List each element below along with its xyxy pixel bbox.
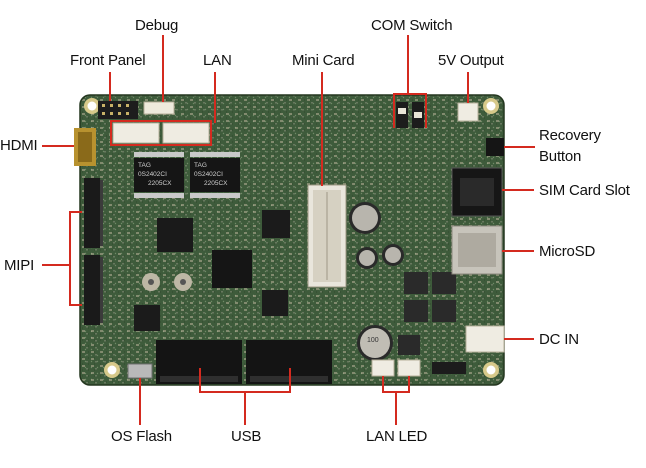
chip1-mark1: TAG <box>138 162 151 169</box>
chip-d <box>262 290 288 316</box>
mini-card-slot <box>307 184 347 288</box>
lan-led-connectors <box>371 359 421 377</box>
label-debug: Debug <box>135 17 179 34</box>
label-os-flash: OS Flash <box>111 428 172 445</box>
soc-chip <box>212 250 252 288</box>
capacitors <box>349 202 404 361</box>
chip2-mark3: 2205CX <box>204 180 228 187</box>
chip-b <box>262 210 290 238</box>
chip2-mark1: TAG <box>194 162 207 169</box>
label-mini-card: Mini Card <box>292 52 355 69</box>
label-hdmi: HDMI <box>0 137 38 154</box>
debug-connector <box>143 101 175 115</box>
com-switch <box>396 102 424 128</box>
pcb-board <box>79 94 505 386</box>
lan-chips <box>134 152 240 198</box>
chip1-mark2: 0S2402CI <box>138 171 167 178</box>
label-lan-led: LAN LED <box>366 428 428 445</box>
mounting-holes <box>84 98 499 378</box>
front-panel-header <box>98 101 138 119</box>
label-microsd: MicroSD <box>539 243 596 260</box>
buzzer <box>142 273 192 291</box>
label-usb: USB <box>231 428 262 445</box>
label-dc-in: DC IN <box>539 331 579 348</box>
mipi-connectors <box>84 178 103 325</box>
label-sim-card-slot: SIM Card Slot <box>539 182 630 199</box>
lan-connectors <box>112 122 210 144</box>
dc-in-jack <box>465 325 505 353</box>
callout-lines <box>42 35 535 425</box>
chip2-mark2: 0S2402CI <box>194 171 223 178</box>
label-mipi: MIPI <box>4 257 35 274</box>
chip1-mark3: 2205CX <box>148 180 172 187</box>
label-recovery-line1: Recovery <box>539 127 601 144</box>
chip-a <box>157 218 193 252</box>
hdmi-port <box>74 128 96 166</box>
power-components <box>398 272 456 355</box>
recovery-button-part <box>486 138 504 156</box>
label-com-switch: COM Switch <box>371 17 453 34</box>
label-5v-output: 5V Output <box>438 52 504 69</box>
sim-card-slot <box>451 167 503 217</box>
microsd-slot <box>451 225 503 275</box>
chip-marks: TAG 0S2402CI 2205CX TAG 0S2402CI 2205CX <box>138 162 228 187</box>
label-front-panel: Front Panel <box>70 52 146 69</box>
5v-output-connector <box>457 102 479 122</box>
os-flash-port <box>127 363 153 379</box>
label-recovery-line2: Button <box>539 148 582 165</box>
bottom-header <box>432 362 466 374</box>
cap-mark: 100 <box>367 337 379 344</box>
label-lan: LAN <box>203 52 232 69</box>
chip-c <box>134 305 160 331</box>
